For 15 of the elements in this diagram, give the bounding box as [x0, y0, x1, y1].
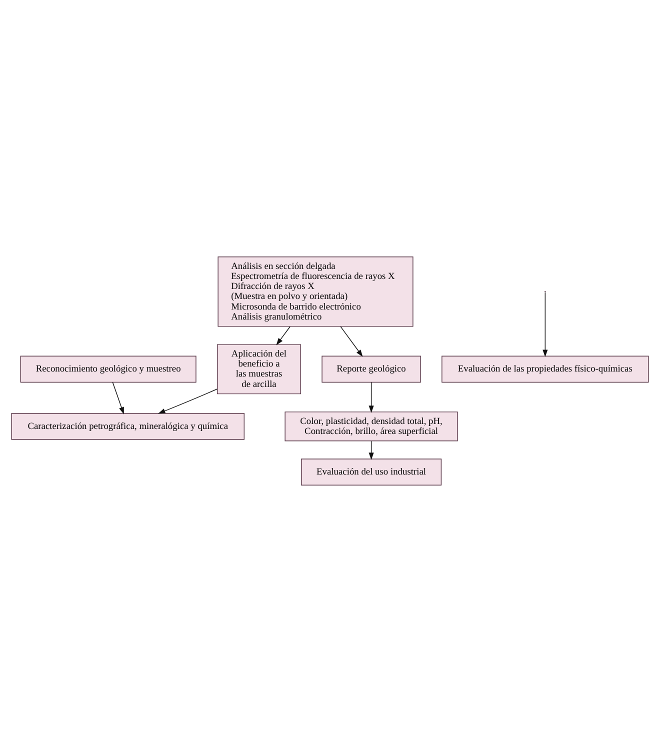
node-box: Color, plasticidad, densidad total, pH, Contracción, brillo, área superficial	[284, 411, 458, 441]
node-box: Análisis en sección delgada Espectrometría de fluorescencia de rayos X Difracción de rayos X (Muestra en polvo y orientada) Microsonda de barrido electrónico Análisis granulométrico	[218, 256, 414, 326]
node-box: Caracterización petrográfica, mineralógica y química	[11, 412, 245, 440]
node-box: Evaluación del uso industrial	[301, 458, 442, 485]
arrow	[276, 326, 290, 345]
node-box: Reconocimiento geológico y muestreo	[20, 355, 196, 382]
node-box: Evaluación de las propiedades físico-químicas	[442, 355, 649, 382]
arrow	[158, 388, 218, 414]
arrow	[542, 292, 548, 357]
arrow	[368, 381, 374, 412]
arrow	[112, 381, 124, 414]
node-box: Reporte geológico	[322, 355, 421, 382]
arrow	[368, 440, 374, 460]
node-box: Aplicación del beneficio a las muestras de arcilla	[216, 344, 302, 394]
arrow	[340, 326, 363, 356]
